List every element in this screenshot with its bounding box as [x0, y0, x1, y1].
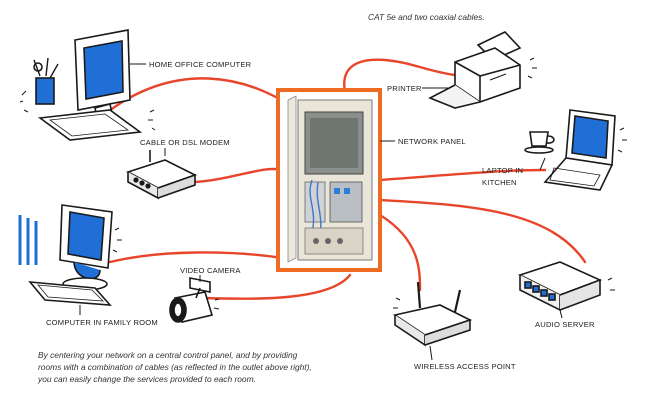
label-laptop-line2: KITCHEN: [482, 178, 517, 187]
laptop-icon: [524, 109, 627, 191]
cable-wireless: [378, 213, 422, 292]
leader-audio-server: [559, 309, 563, 319]
audio-server-icon: [517, 261, 615, 312]
cable-family-room: [108, 251, 284, 264]
label-cable-modem: CABLE OR DSL MODEM: [140, 138, 230, 147]
cable-modem-icon: [125, 150, 198, 200]
cable-printer: [343, 58, 457, 94]
home-office-computer-icon: [19, 29, 156, 141]
label-computer-family-room: COMPUTER IN FAMILY ROOM: [46, 318, 158, 327]
cable-audio: [378, 198, 587, 264]
header-note: CAT 5e and two coaxial cables.: [368, 12, 485, 22]
cable-modem: [193, 167, 284, 184]
caption-line-3: you can easily change the services provi…: [38, 374, 256, 384]
label-audio-server: AUDIO SERVER: [535, 320, 595, 329]
label-home-office-computer: HOME OFFICE COMPUTER: [149, 60, 252, 69]
network-panel: [276, 88, 382, 272]
printer-icon: [428, 31, 537, 109]
caption-line-1: By centering your network on a central c…: [38, 350, 298, 360]
label-printer: PRINTER: [387, 84, 422, 93]
label-wireless-access-point: WIRELESS ACCESS POINT: [414, 362, 516, 371]
label-network-panel: NETWORK PANEL: [398, 137, 466, 146]
leader-laptop: [539, 157, 546, 171]
label-video-camera: VIDEO CAMERA: [180, 266, 241, 275]
leader-wireless: [429, 345, 433, 361]
family-room-computer-icon: [18, 204, 122, 306]
cable-laptop: [378, 168, 547, 182]
caption-line-2: rooms with a combination of cables (as r…: [38, 362, 312, 372]
cable-camera: [203, 273, 352, 300]
label-laptop-line1: LAPTOP IN: [482, 166, 524, 175]
wireless-access-point-icon: [392, 281, 473, 347]
video-camera-icon: [169, 277, 220, 323]
